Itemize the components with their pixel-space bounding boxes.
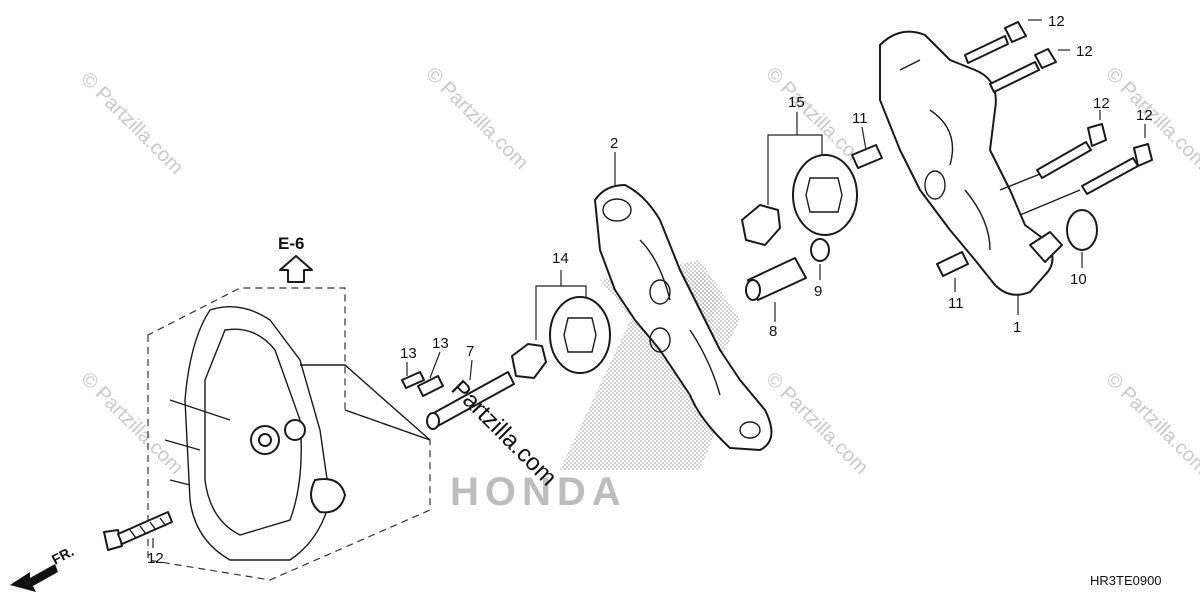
callout-7: 7 xyxy=(466,343,474,360)
shaft-assembly: 13 13 7 xyxy=(400,335,515,430)
callout-13: 13 xyxy=(432,335,449,352)
watermark-text: © Partzilla.com xyxy=(1101,368,1200,479)
outer-rotor-14 xyxy=(549,296,611,374)
callout-2: 2 xyxy=(610,135,618,152)
front-indicator: FR. xyxy=(10,543,76,592)
bolt-12-top-2: 12 xyxy=(989,43,1093,93)
callout-10: 10 xyxy=(1070,271,1087,288)
o-ring-10: 10 xyxy=(1066,209,1098,288)
front-arrow-icon xyxy=(10,564,58,592)
callout-12: 12 xyxy=(1076,43,1093,60)
watermark-text: © Partzilla.com xyxy=(76,68,187,179)
rotor-set-14: 14 xyxy=(511,250,611,379)
callout-8: 8 xyxy=(769,323,777,340)
o-ring-9: 9 xyxy=(810,238,830,300)
dowel-11-upper: 11 xyxy=(851,110,883,169)
watermark-text: © Partzilla.com xyxy=(421,63,532,174)
dowel-11-lower: 11 xyxy=(936,251,969,312)
outer-rotor-15 xyxy=(792,154,858,236)
rotor-set-15: 15 xyxy=(741,94,858,246)
up-arrow-icon xyxy=(279,255,313,283)
bolt-12-right-1: 12 xyxy=(1036,95,1110,179)
pin-13b xyxy=(417,375,444,397)
watermark-text: © Partzilla.com xyxy=(76,368,187,479)
callout-12: 12 xyxy=(1136,107,1153,124)
bolt-12-right-2: 12 xyxy=(1081,107,1153,195)
pin-13a xyxy=(401,371,425,389)
callout-12: 12 xyxy=(1048,13,1065,30)
inner-rotor-15 xyxy=(741,204,781,246)
callout-12: 12 xyxy=(1093,95,1110,112)
bolt-12-top-1: 12 xyxy=(964,13,1065,64)
figure-code: HR3TE0900 xyxy=(1090,573,1162,588)
inner-rotor-14 xyxy=(511,343,547,379)
shaft-8: 8 xyxy=(745,257,807,340)
honda-wordmark: HONDA xyxy=(450,470,627,514)
callout-11: 11 xyxy=(948,295,964,312)
callout-1: 1 xyxy=(1013,319,1021,336)
section-ref-label: E-6 xyxy=(278,234,304,253)
front-label: FR. xyxy=(49,543,76,568)
callout-15: 15 xyxy=(788,94,805,111)
crankcase-assembly xyxy=(147,287,431,581)
callout-11: 11 xyxy=(852,110,868,127)
callout-9: 9 xyxy=(814,283,822,300)
callout-13: 13 xyxy=(400,345,417,362)
watermark-text: © Partzilla.com xyxy=(761,368,872,479)
section-reference: E-6 xyxy=(278,234,313,283)
callout-12: 12 xyxy=(147,550,164,567)
pump-plate-2: 2 xyxy=(594,135,773,451)
pump-cover-1: 1 xyxy=(879,30,1081,336)
bolt-12-lower: 12 xyxy=(103,511,173,567)
callout-14: 14 xyxy=(552,250,569,267)
